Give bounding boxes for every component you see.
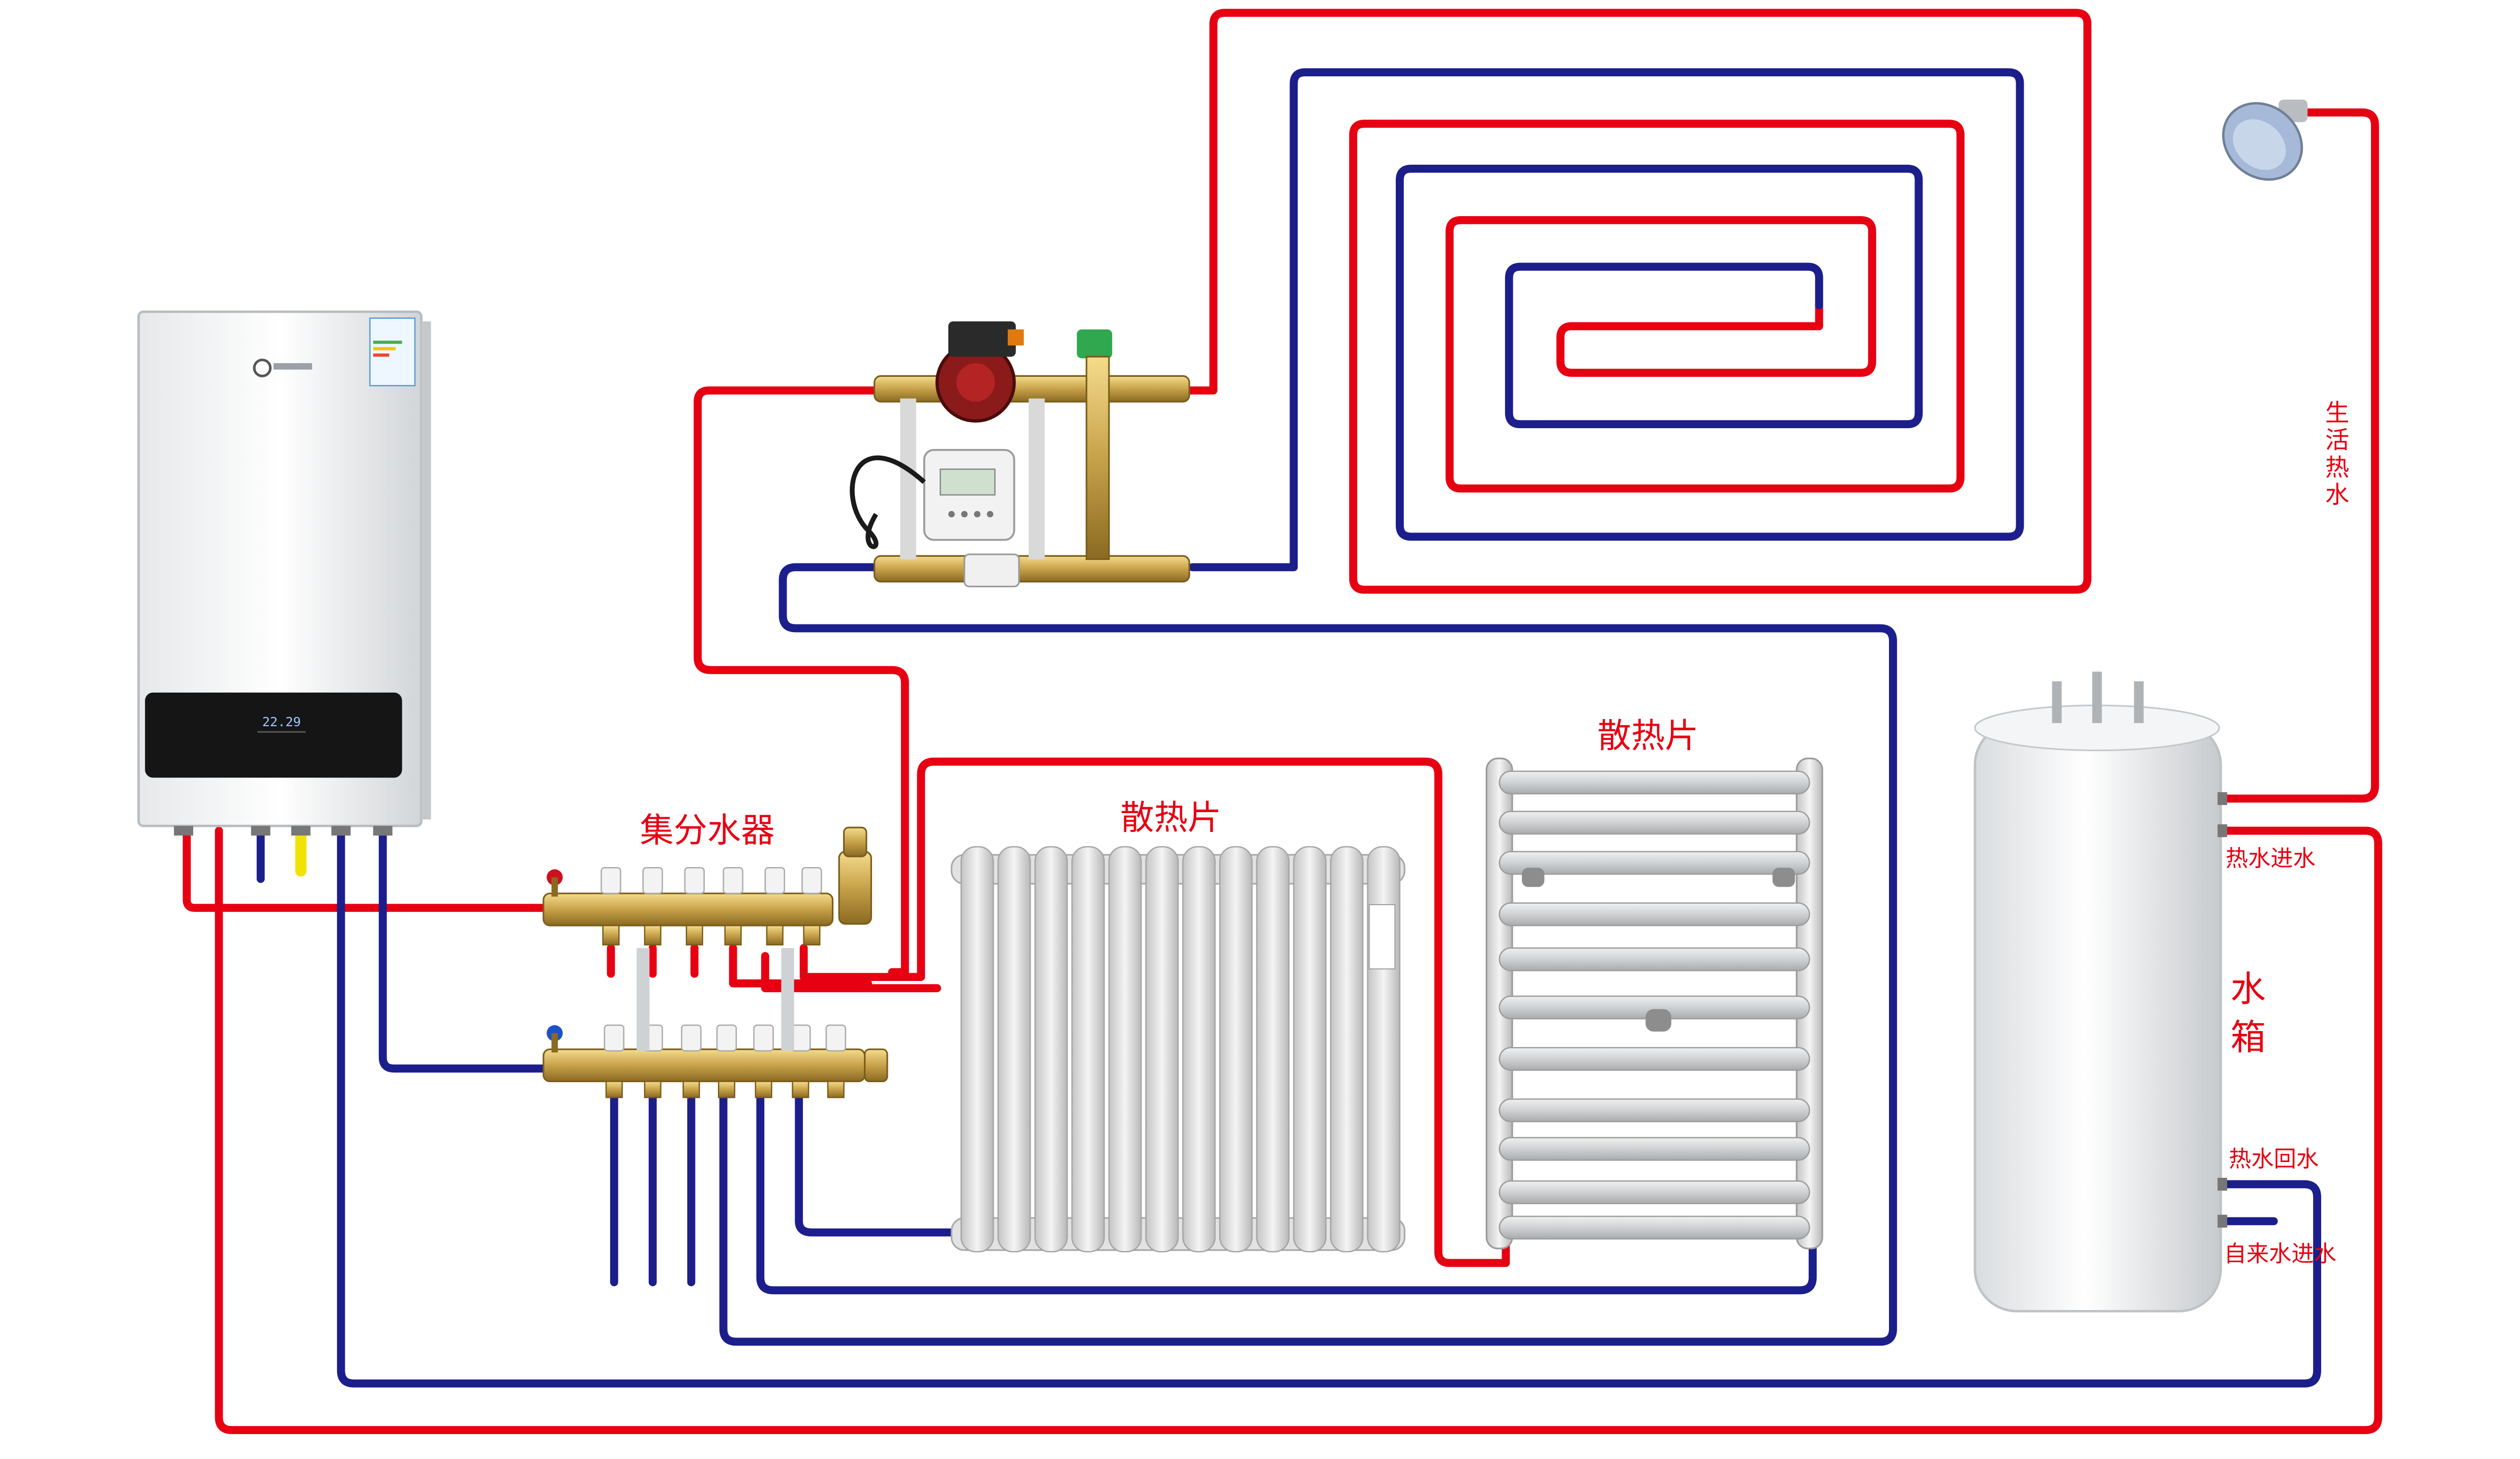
radiator-column [1293,846,1327,1253]
towel-radiator-bar [1498,1098,1810,1122]
manifold-red-drops [607,944,872,988]
svg-text:活: 活 [2325,427,2349,455]
supply-manifold-port [684,867,705,946]
supply-manifold-port [801,867,822,946]
towel-radiator-bar [1498,947,1810,971]
radiator-column [961,846,994,1253]
svg-text:水: 水 [2230,968,2266,1009]
towel-radiator-bar [1498,1215,1810,1240]
towel-radiator-bar [1498,851,1810,875]
air-vent-valve-icon [843,826,867,857]
hot-water-tank [1973,671,2228,1313]
supply-manifold [543,826,872,946]
towel-radiator-bar [1498,1047,1810,1071]
radiator-return-pipe [756,1088,1817,1295]
svg-text:生: 生 [2325,399,2349,427]
boiler-control-panel [145,692,402,778]
boiler-display: 22.29 [262,714,301,729]
manifold-blue-drops [610,1088,696,1287]
svg-text:热: 热 [2325,454,2349,482]
column-radiator-label: 散热片 [1120,797,1221,837]
hot-water-in-label: 热水进水 [2226,846,2316,872]
radiator-column [1219,846,1253,1253]
brand-logo-icon [253,359,272,377]
radiator-supply-pipe [799,757,1510,1267]
floor-return-pipe [719,563,1897,1346]
labels: 集分水器 散热片 散热片 生 活 热 水 热水进水 水 箱 热水回水 自来水进水 [640,399,2349,1267]
radiator-column [1182,846,1216,1253]
return-manifold-port [716,1024,737,1098]
column-radiator-feed [761,952,941,993]
supply-manifold-port [601,867,621,946]
domestic-hot-water-label: 生 活 热 水 [2325,399,2349,509]
radiator-column [1256,846,1290,1253]
return-manifold-to-boiler [378,826,551,1073]
wall-hung-boiler: 22.29 [137,310,431,836]
supply-manifold-port [723,867,743,946]
shower-head-icon [2222,99,2308,181]
floor-supply-pipe [694,386,909,976]
return-manifold-port [753,1024,774,1098]
supply-manifold-port [642,867,663,946]
return-manifold-port [604,1024,625,1098]
towel-radiator-bar [1498,1137,1810,1161]
tank-label: 水 箱 [2230,968,2266,1058]
energy-label [369,317,416,386]
svg-text:箱: 箱 [2230,1017,2266,1058]
return-manifold [543,948,888,1098]
coil-red-outer [1182,9,2092,594]
coil-blue-outer [1188,68,2024,572]
radiator-column [1034,846,1068,1253]
power-cable-icon [850,455,926,549]
tap-water-in-label: 自来水进水 [2224,1241,2336,1267]
radiator-column [1145,846,1179,1253]
boiler-supply-pipe [183,826,551,912]
return-manifold-port [681,1024,702,1098]
return-manifold-port [825,1024,847,1098]
domestic-hot-water-pipe [2216,108,2379,803]
towel-radiator-bar [1498,770,1810,795]
radiator-column [997,846,1031,1253]
floor-heating-coil [1182,9,2092,594]
radiator-column [1330,846,1364,1253]
supply-manifold-port [764,867,785,946]
tank-hot-return-pipe [337,826,2321,1388]
column-radiator [950,846,1405,1253]
manifold-label: 集分水器 [640,811,774,850]
towel-radiator-bar [1498,811,1810,835]
towel-radiator-bar [1498,1180,1810,1204]
radiator-column [1071,846,1105,1253]
svg-text:水: 水 [2325,481,2349,509]
towel-radiator-bar [1498,902,1810,927]
mixing-pump-station [850,321,1190,587]
radiator-column [1108,846,1142,1253]
column-radiator-return [795,1088,966,1237]
tank-hot-in-pipe [215,826,2383,1435]
towel-radiator [1485,757,1823,1249]
hot-water-return-label: 热水回水 [2229,1146,2319,1172]
towel-radiator-label: 散热片 [1598,716,1699,755]
